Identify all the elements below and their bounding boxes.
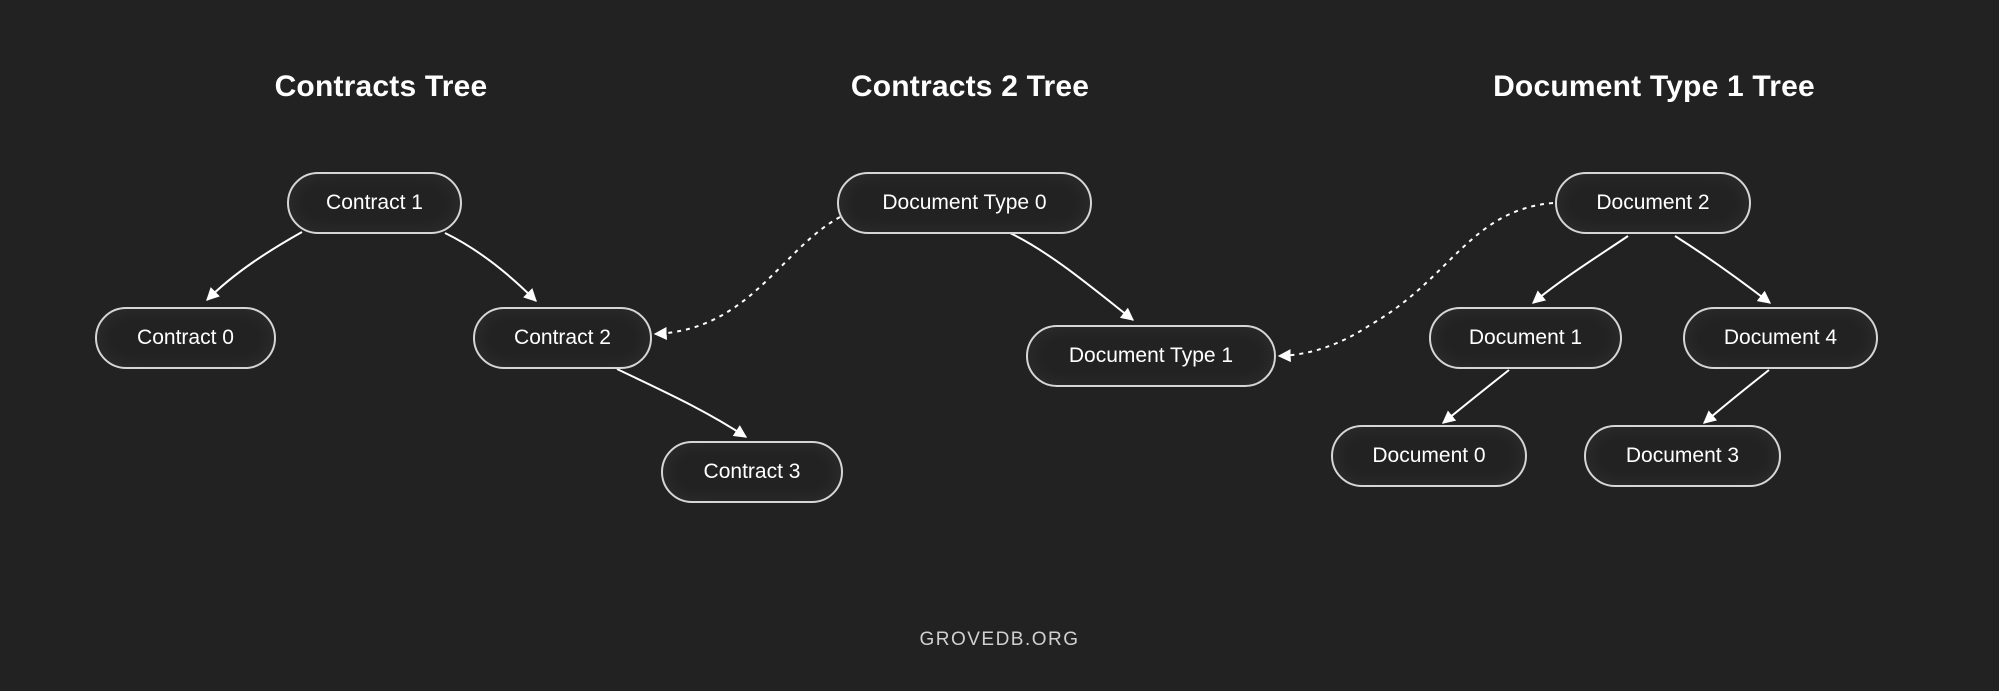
edge-doctype0-doctype1	[1009, 232, 1135, 321]
node-label: Document 0	[1372, 444, 1486, 467]
node-label: Document 2	[1596, 191, 1710, 214]
node-label: Document Type 1	[1068, 344, 1234, 367]
node-document-type-0: Document Type 0	[837, 172, 1092, 234]
node-document-1: Document 1	[1429, 307, 1622, 369]
edge-document4-document3	[1703, 369, 1770, 424]
node-contract-3: Contract 3	[661, 441, 843, 503]
edge-document2-doctype1-dashed	[1277, 202, 1554, 363]
node-label: Document 1	[1468, 326, 1583, 349]
contracts2-tree-title: Contracts 2 Tree	[850, 70, 1090, 103]
edge-contract1-contract0	[206, 231, 303, 301]
node-label: Document 3	[1625, 444, 1740, 467]
node-label: Document Type 0	[882, 191, 1047, 214]
node-contract-1: Contract 1	[287, 172, 462, 234]
node-label: Contract 3	[703, 460, 801, 483]
node-label: Contract 0	[137, 326, 234, 349]
footer-site-label: GROVEDB.ORG	[919, 629, 1080, 650]
node-document-2: Document 2	[1555, 172, 1751, 234]
node-contract-2: Contract 2	[473, 307, 652, 369]
node-document-type-1: Document Type 1	[1026, 325, 1276, 387]
edge-document1-document0	[1441, 369, 1510, 424]
node-document-4: Document 4	[1683, 307, 1878, 369]
contracts-tree-title: Contracts Tree	[274, 70, 488, 103]
edge-document2-document4	[1674, 235, 1772, 304]
node-label: Document 4	[1723, 326, 1838, 349]
edge-contract1-contract2	[444, 232, 537, 302]
node-label: Contract 1	[326, 191, 423, 214]
node-document-3: Document 3	[1584, 425, 1781, 487]
node-label: Contract 2	[514, 326, 611, 349]
node-document-0: Document 0	[1331, 425, 1527, 487]
edge-document2-document1	[1532, 235, 1629, 304]
edge-contract2-contract3	[616, 368, 748, 438]
edge-doctype0-contract2-dashed	[653, 216, 841, 340]
document-type1-tree-title: Document Type 1 Tree	[1493, 70, 1815, 103]
node-contract-0: Contract 0	[95, 307, 276, 369]
